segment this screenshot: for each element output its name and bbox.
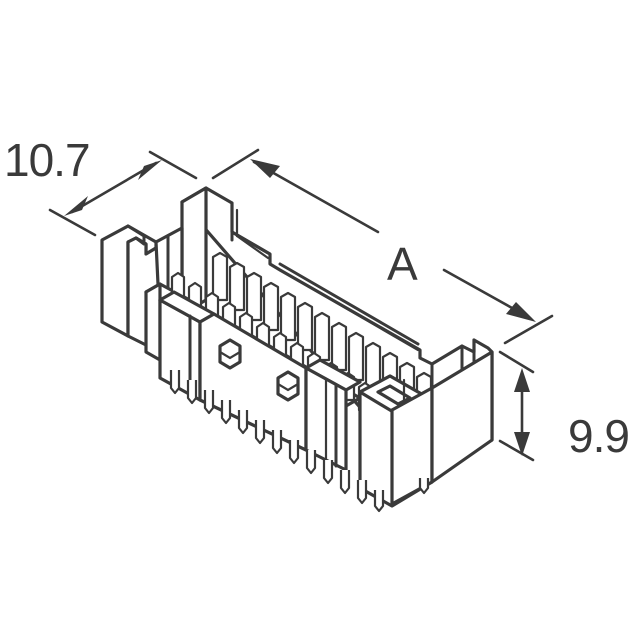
height-dimension-lines bbox=[498, 350, 535, 462]
depth-dimension-label: 10.7 bbox=[4, 134, 91, 186]
tail-pins bbox=[169, 370, 430, 513]
length-dimension-lines bbox=[211, 148, 554, 345]
height-dimension-label: 9.9 bbox=[568, 410, 630, 462]
length-dimension-label: A bbox=[387, 238, 418, 290]
latch-bumps bbox=[218, 338, 300, 402]
depth-dimension-lines bbox=[48, 150, 198, 237]
